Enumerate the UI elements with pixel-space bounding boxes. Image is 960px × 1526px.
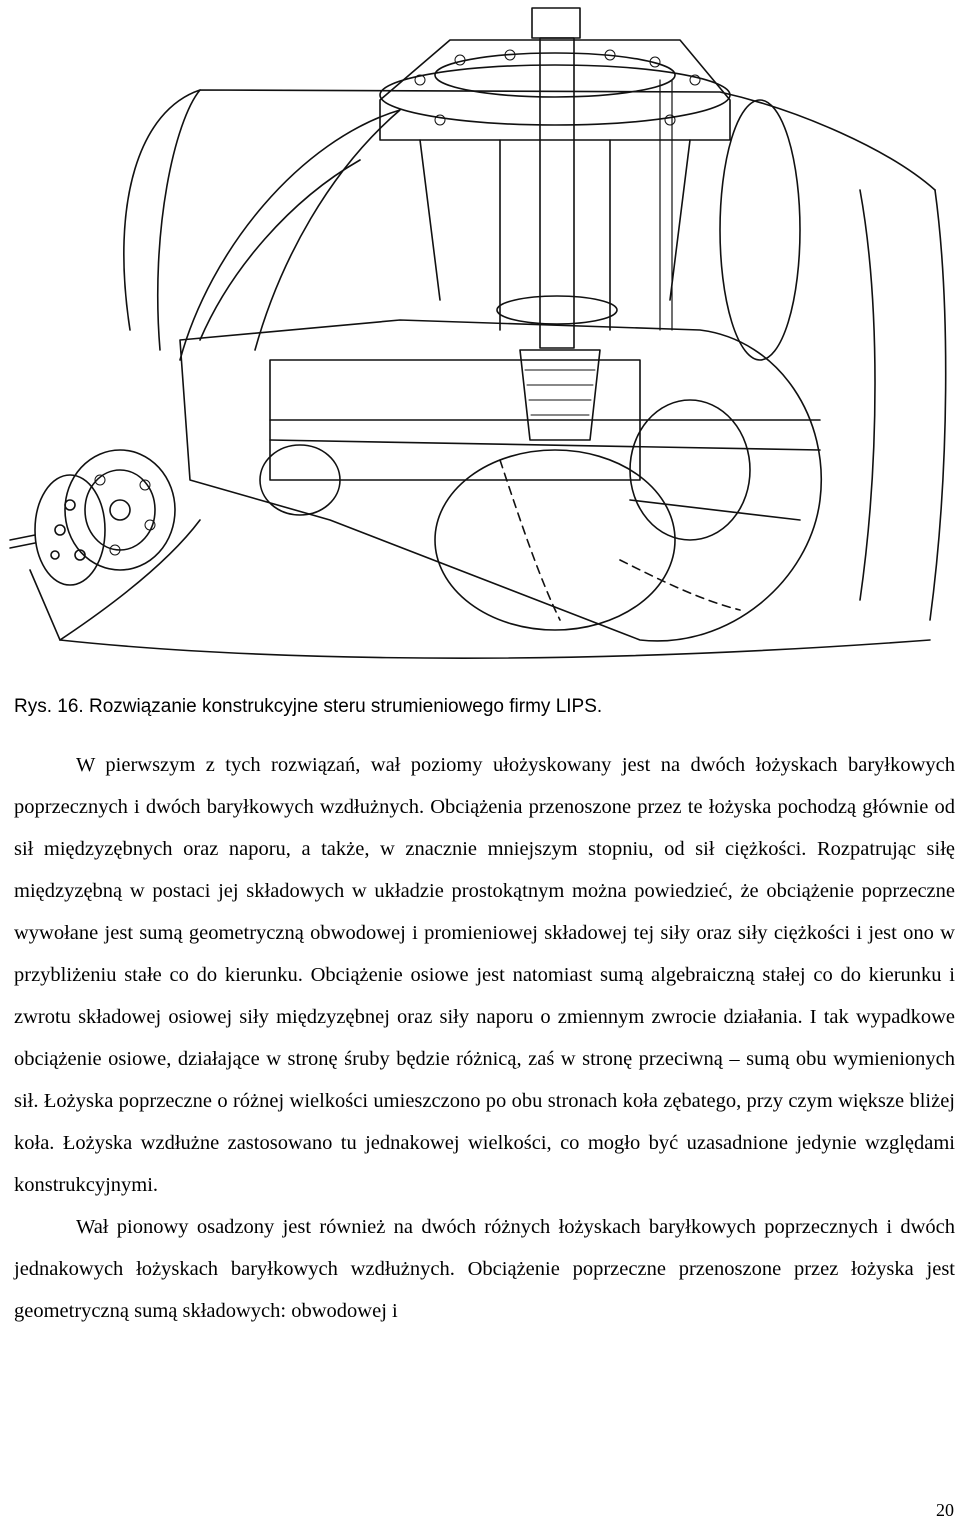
tunnel-duct: [29, 89, 947, 659]
thruster-cutaway-drawing: [0, 0, 960, 680]
gearbox-pod: [179, 319, 822, 642]
propeller-blade: [179, 109, 401, 361]
paragraph: W pierwszym z tych rozwiązań, wał poziom…: [14, 754, 955, 1196]
propeller-hub: [9, 449, 176, 586]
vertical-shaft-housing: [379, 7, 731, 349]
body-text: W pierwszym z tych rozwiązań, wał poziom…: [14, 744, 955, 1332]
page-number: 20: [936, 1500, 954, 1520]
figure-caption: Rys. 16. Rozwiązanie konstrukcyjne steru…: [14, 696, 603, 717]
paragraph: Wał pionowy osadzony jest również na dwó…: [14, 1216, 955, 1322]
